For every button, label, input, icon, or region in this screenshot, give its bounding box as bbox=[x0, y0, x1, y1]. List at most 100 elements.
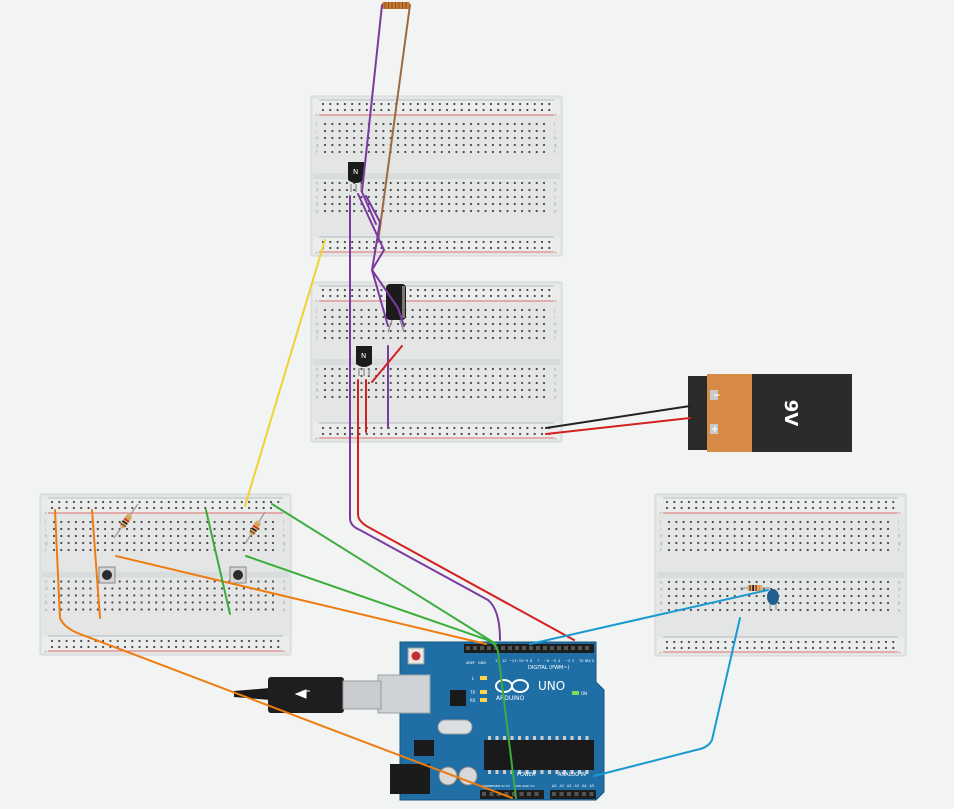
header-pin[interactable] bbox=[582, 792, 586, 796]
breadboard-right-hole bbox=[770, 534, 773, 538]
breadboard-top-hole bbox=[375, 150, 378, 154]
reset-button-cap[interactable] bbox=[411, 651, 421, 661]
wire-red-to-arduino[interactable] bbox=[357, 379, 575, 641]
transistor-top[interactable]: N bbox=[348, 162, 364, 192]
led-icon[interactable] bbox=[767, 589, 779, 605]
wire-blue-led[interactable] bbox=[529, 589, 769, 645]
wire-brown-antenna[interactable] bbox=[377, 4, 411, 243]
breadboard-left-hole bbox=[242, 548, 245, 552]
header-pin[interactable] bbox=[534, 792, 539, 796]
breadboard-middle-row-letter: h bbox=[554, 322, 557, 327]
chip-pin bbox=[570, 770, 574, 774]
breadboard-middle-hole bbox=[331, 367, 334, 371]
breadboard-top-hole bbox=[402, 102, 405, 106]
breadboard-left-row-letter: b bbox=[283, 600, 286, 605]
header-pin[interactable] bbox=[487, 646, 491, 650]
breadboard-middle-hole bbox=[528, 315, 531, 319]
header-pin[interactable] bbox=[466, 646, 470, 650]
transistor-middle[interactable]: N bbox=[356, 346, 372, 376]
breadboard-right-hole bbox=[821, 594, 824, 598]
pushbutton-left[interactable] bbox=[98, 566, 116, 584]
header-pin[interactable] bbox=[482, 792, 486, 796]
transistor-icon[interactable] bbox=[356, 346, 372, 364]
wire-orange-long[interactable] bbox=[54, 509, 513, 799]
pushbutton-right[interactable] bbox=[229, 566, 247, 584]
header-pin[interactable] bbox=[529, 646, 533, 650]
wire-green-vertical[interactable] bbox=[205, 509, 231, 615]
breadboard-left-hole bbox=[155, 548, 158, 552]
header-pin[interactable] bbox=[519, 792, 524, 796]
header-pin[interactable] bbox=[527, 792, 531, 796]
breadboard-right-hole bbox=[724, 640, 727, 644]
header-pin[interactable] bbox=[512, 792, 516, 796]
wire-orange-short[interactable] bbox=[91, 509, 101, 619]
header-pin[interactable] bbox=[543, 646, 547, 650]
breadboard-middle-hole bbox=[521, 315, 524, 319]
header-pin[interactable] bbox=[522, 646, 526, 650]
wire-red-battery[interactable] bbox=[545, 417, 691, 435]
header-pin[interactable] bbox=[501, 646, 505, 650]
battery-9v[interactable]: −+9V bbox=[688, 374, 852, 452]
header-pin[interactable] bbox=[574, 792, 579, 796]
wire-yellow[interactable] bbox=[244, 239, 326, 507]
header-pin[interactable] bbox=[515, 646, 519, 650]
breadboard-left-hole bbox=[198, 580, 202, 583]
wire-blue-analog[interactable] bbox=[593, 617, 741, 777]
capacitor-icon[interactable] bbox=[386, 284, 406, 320]
resistor-left-1[interactable] bbox=[113, 503, 139, 539]
wire-purple-top[interactable] bbox=[357, 193, 389, 327]
breadboard-top-hole bbox=[418, 122, 421, 126]
resistor-right[interactable] bbox=[740, 585, 770, 591]
pushbutton-cap[interactable] bbox=[102, 570, 112, 580]
header-pin[interactable] bbox=[585, 646, 589, 650]
header-pin[interactable] bbox=[578, 646, 582, 650]
header-pin[interactable] bbox=[473, 646, 477, 650]
breadboard-right-hole bbox=[855, 646, 858, 650]
breadboard-top-hole bbox=[448, 202, 451, 206]
header-pin[interactable] bbox=[504, 792, 509, 796]
breadboard-left-hole bbox=[271, 534, 275, 538]
breadboard-left-hole bbox=[74, 520, 77, 524]
wire-red-diagonal[interactable] bbox=[371, 345, 403, 383]
header-pin[interactable] bbox=[489, 792, 494, 796]
wire-green-upper[interactable] bbox=[271, 503, 497, 645]
breadboard-left-hole bbox=[264, 587, 267, 590]
transistor-icon[interactable] bbox=[348, 162, 364, 180]
header-pin[interactable] bbox=[536, 646, 540, 650]
wire-purple-cap[interactable] bbox=[365, 195, 405, 327]
header-pin[interactable] bbox=[564, 646, 568, 650]
header-pin[interactable] bbox=[550, 646, 554, 650]
header-pin[interactable] bbox=[552, 792, 556, 796]
header-pin[interactable] bbox=[557, 646, 561, 650]
wire-purple-to-arduino[interactable] bbox=[349, 195, 501, 641]
analog-header[interactable] bbox=[550, 790, 596, 799]
breadboard-top-hole bbox=[411, 122, 414, 126]
breadboard-top-hole bbox=[396, 209, 400, 213]
wire-black-battery[interactable] bbox=[545, 405, 691, 429]
wire-orange-to-arduino[interactable] bbox=[115, 555, 487, 645]
resistor-left-2[interactable] bbox=[244, 511, 266, 545]
header-pin[interactable] bbox=[559, 792, 564, 796]
header-pin[interactable] bbox=[567, 792, 571, 796]
wire-green-lower[interactable] bbox=[245, 555, 517, 799]
breadboard-left-hole bbox=[184, 608, 187, 611]
header-pin[interactable] bbox=[480, 646, 484, 650]
breadboard-top-top-rail bbox=[313, 99, 560, 115]
header-pin[interactable] bbox=[589, 792, 594, 796]
breadboard-middle-hole bbox=[338, 381, 341, 385]
header-pin[interactable] bbox=[508, 646, 512, 650]
breadboard-top-hole bbox=[338, 195, 341, 199]
breadboard-top-hole bbox=[338, 188, 341, 192]
header-pin[interactable] bbox=[571, 646, 575, 650]
breadboard-middle-hole bbox=[411, 395, 414, 399]
pushbutton-cap[interactable] bbox=[233, 570, 243, 580]
breadboard-top-hole bbox=[499, 129, 502, 133]
breadboard-middle-hole bbox=[404, 329, 407, 333]
wire-purple-antenna[interactable] bbox=[361, 4, 383, 225]
breadboard-right-hole bbox=[719, 587, 722, 591]
